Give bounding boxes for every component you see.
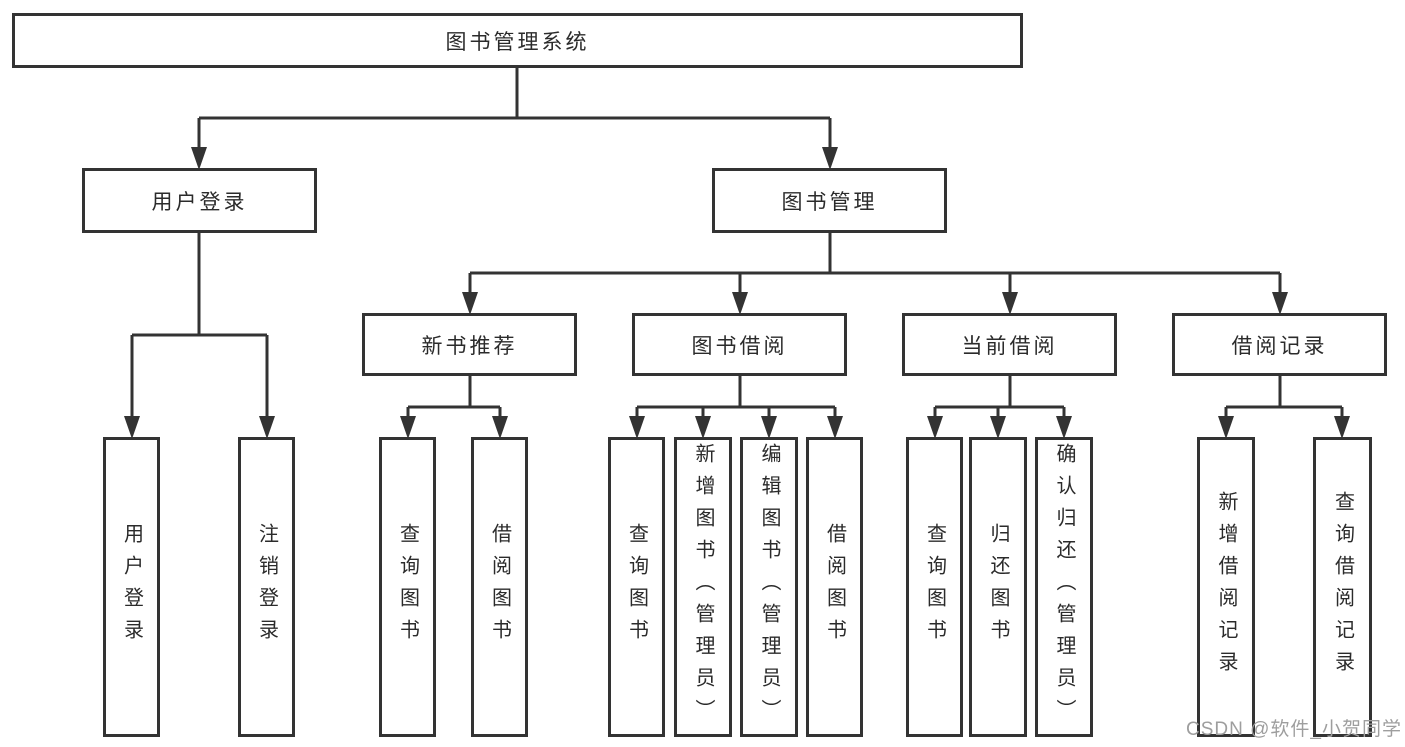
leaf-borrow-query-book-label: 查询图书 <box>625 523 648 651</box>
leaf-add-borrow-record-label: 新增借阅记录 <box>1215 491 1237 683</box>
leaf-confirm-return-admin-label: 确认归还（管理员） <box>1053 443 1075 731</box>
node-current-borrow-label: 当前借阅 <box>961 334 1058 358</box>
leaf-borrow-query-book: 查询图书 <box>608 437 665 737</box>
node-book-borrow-label: 图书借阅 <box>691 334 788 358</box>
leaf-add-book-admin: 新增图书（管理员） <box>674 437 732 737</box>
leaf-recommend-borrow-book: 借阅图书 <box>471 437 528 737</box>
leaf-add-borrow-record: 新增借阅记录 <box>1197 437 1255 737</box>
leaf-logout: 注销登录 <box>238 437 295 737</box>
leaf-edit-book-admin: 编辑图书（管理员） <box>740 437 798 737</box>
leaf-current-query-book-label: 查询图书 <box>923 523 946 651</box>
node-book-management-label: 图书管理 <box>781 190 878 214</box>
leaf-query-borrow-record: 查询借阅记录 <box>1313 437 1372 737</box>
leaf-user-login: 用户登录 <box>103 437 160 737</box>
leaf-edit-book-admin-label: 编辑图书（管理员） <box>758 443 780 731</box>
leaf-return-book: 归还图书 <box>969 437 1027 737</box>
leaf-recommend-query-book: 查询图书 <box>379 437 436 737</box>
node-book-management: 图书管理 <box>712 168 947 233</box>
node-user-login: 用户登录 <box>82 168 317 233</box>
node-new-book-recommend-label: 新书推荐 <box>421 334 518 358</box>
watermark: CSDN @软件_小贺同学 <box>1186 719 1402 740</box>
leaf-logout-label: 注销登录 <box>255 523 278 651</box>
node-new-book-recommend: 新书推荐 <box>362 313 577 376</box>
node-root-label: 图书管理系统 <box>445 30 590 54</box>
node-book-borrow: 图书借阅 <box>632 313 847 376</box>
leaf-recommend-borrow-book-label: 借阅图书 <box>488 523 511 651</box>
leaf-borrow-book-label: 借阅图书 <box>823 523 846 651</box>
leaf-recommend-query-book-label: 查询图书 <box>396 523 419 651</box>
leaf-query-borrow-record-label: 查询借阅记录 <box>1331 491 1354 683</box>
leaf-confirm-return-admin: 确认归还（管理员） <box>1035 437 1093 737</box>
node-root: 图书管理系统 <box>12 13 1023 68</box>
leaf-user-login-label: 用户登录 <box>120 523 143 651</box>
node-borrow-record: 借阅记录 <box>1172 313 1387 376</box>
leaf-current-query-book: 查询图书 <box>906 437 963 737</box>
leaf-add-book-admin-label: 新增图书（管理员） <box>692 443 714 731</box>
node-user-login-label: 用户登录 <box>151 190 248 214</box>
leaf-borrow-book: 借阅图书 <box>806 437 863 737</box>
leaf-return-book-label: 归还图书 <box>987 523 1009 651</box>
node-current-borrow: 当前借阅 <box>902 313 1117 376</box>
node-borrow-record-label: 借阅记录 <box>1231 334 1328 358</box>
